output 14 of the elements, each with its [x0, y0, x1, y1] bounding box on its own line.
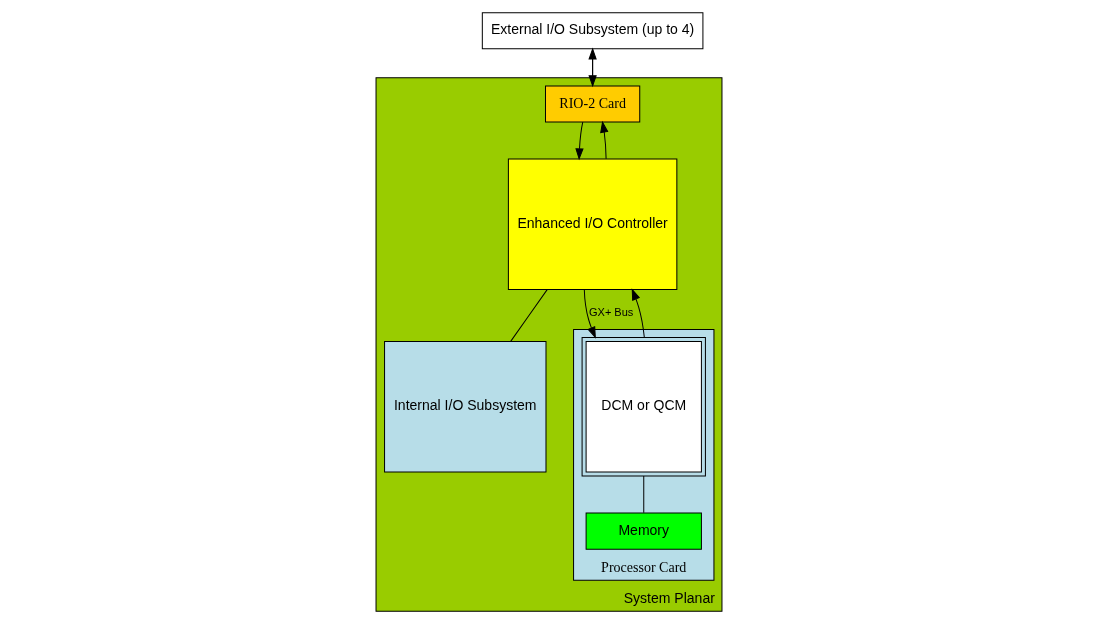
node-box: External I/O Subsystem (up to 4)	[481, 12, 704, 50]
connector	[643, 475, 645, 514]
arrow	[583, 289, 596, 338]
node-box: DCM or QCM	[581, 337, 706, 477]
connector	[510, 289, 548, 342]
arrow	[600, 121, 609, 160]
node-box: RIO-2 Card	[545, 85, 641, 123]
node-box: Internal I/O Subsystem	[384, 341, 547, 473]
arrow	[631, 289, 645, 338]
node-box: Enhanced I/O Controller	[507, 158, 678, 290]
arrow	[588, 48, 597, 87]
node-box: Memory	[585, 512, 702, 550]
edge-label: GX+ Bus	[588, 306, 634, 319]
arrow	[575, 121, 584, 160]
